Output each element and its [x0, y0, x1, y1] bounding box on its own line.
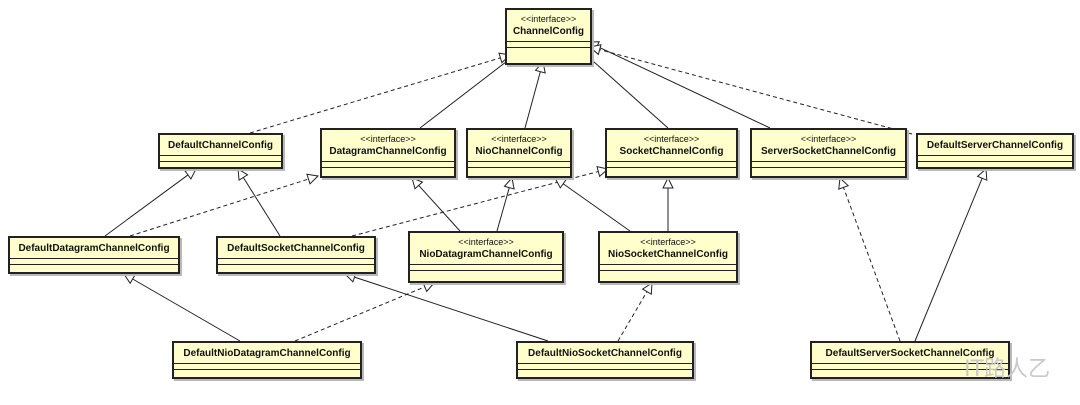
class-name: DefaultNioSocketChannelConfig [528, 348, 682, 359]
stereotype-label: <<interface>> [491, 134, 547, 144]
class-box-server-socket-channel-config: <<interface>> ServerSocketChannelConfig [750, 128, 907, 178]
hollow-arrowhead [411, 177, 424, 190]
class-box-nio-datagram-channel-config: <<interface>> NioDatagramChannelConfig [408, 231, 564, 283]
stereotype-label: <<interface>> [360, 134, 416, 144]
class-box-default-server-socket-channel-config: DefaultServerSocketChannelConfig [810, 341, 1010, 379]
class-box-default-channel-config: DefaultChannelConfig [158, 133, 283, 169]
generalization-line [242, 177, 281, 237]
hollow-arrowhead [184, 168, 197, 180]
class-name: DefaultDatagramChannelConfig [18, 243, 170, 254]
generalization-line [132, 278, 241, 342]
class-name: ChannelConfig [512, 26, 585, 37]
generalization-line [496, 187, 510, 232]
class-box-default-socket-channel-config: DefaultSocketChannelConfig [216, 236, 376, 274]
stereotype-label: <<interface>> [640, 237, 696, 247]
stereotype-label: <<interface>> [643, 134, 700, 144]
generalization-line [354, 276, 549, 342]
hollow-arrowhead [662, 176, 674, 189]
generalization-line [596, 45, 771, 129]
realization-line [249, 57, 501, 134]
hollow-arrowhead [588, 44, 602, 56]
hollow-arrowhead [306, 173, 320, 185]
class-name: DefaultServerSocketChannelConfig [825, 348, 995, 359]
hollow-arrowhead [641, 282, 653, 295]
stereotype-label: <<interface>> [800, 134, 857, 144]
class-name: DefaultServerChannelConfig [926, 140, 1064, 151]
class-name: DefaultNioDatagramChannelConfig [183, 348, 351, 359]
generalization-line [419, 50, 521, 129]
class-box-nio-channel-config: <<interface>> NioChannelConfig [466, 128, 572, 178]
class-box-datagram-channel-config: <<interface>> DatagramChannelConfig [320, 128, 456, 178]
class-box-default-nio-socket-channel-config: DefaultNioSocketChannelConfig [516, 341, 694, 379]
hollow-arrowhead [237, 168, 249, 181]
generalization-line [418, 185, 461, 232]
class-box-default-server-channel-config: DefaultServerChannelConfig [916, 133, 1074, 169]
generalization-line [582, 51, 669, 129]
class-name: DefaultChannelConfig [168, 140, 273, 151]
hollow-arrowhead [422, 281, 436, 293]
class-name: DatagramChannelConfig [329, 146, 447, 157]
hollow-arrowhead [838, 176, 850, 190]
realization-line [599, 49, 913, 135]
class-name: NioChannelConfig [475, 146, 563, 157]
class-box-channel-config: <<interface>> ChannelConfig [505, 8, 592, 65]
generalization-line [562, 183, 631, 232]
class-name: NioDatagramChannelConfig [419, 249, 553, 260]
class-name: DefaultSocketChannelConfig [227, 243, 365, 254]
generalization-line [914, 178, 983, 342]
stereotype-label: <<interface>> [520, 14, 577, 24]
hollow-arrowhead [554, 177, 567, 189]
realization-line [129, 178, 309, 237]
class-box-nio-socket-channel-config: <<interface>> NioSocketChannelConfig [598, 231, 738, 283]
class-name: NioSocketChannelConfig [607, 249, 728, 260]
hollow-arrowhead [503, 176, 515, 190]
realization-line [617, 291, 648, 342]
hollow-arrowhead [123, 273, 136, 285]
realization-line [842, 187, 901, 342]
class-box-socket-channel-config: <<interface>> SocketChannelConfig [605, 128, 738, 178]
realization-line [294, 286, 425, 342]
generalization-line [524, 71, 541, 129]
hollow-arrowhead [976, 167, 988, 181]
class-name: ServerSocketChannelConfig [760, 146, 897, 157]
generalization-line [104, 174, 189, 237]
class-name: SocketChannelConfig [619, 146, 724, 157]
class-box-default-nio-datagram-channel-config: DefaultNioDatagramChannelConfig [172, 341, 362, 379]
class-box-default-datagram-channel-config: DefaultDatagramChannelConfig [8, 236, 180, 274]
stereotype-label: <<interface>> [458, 237, 514, 247]
